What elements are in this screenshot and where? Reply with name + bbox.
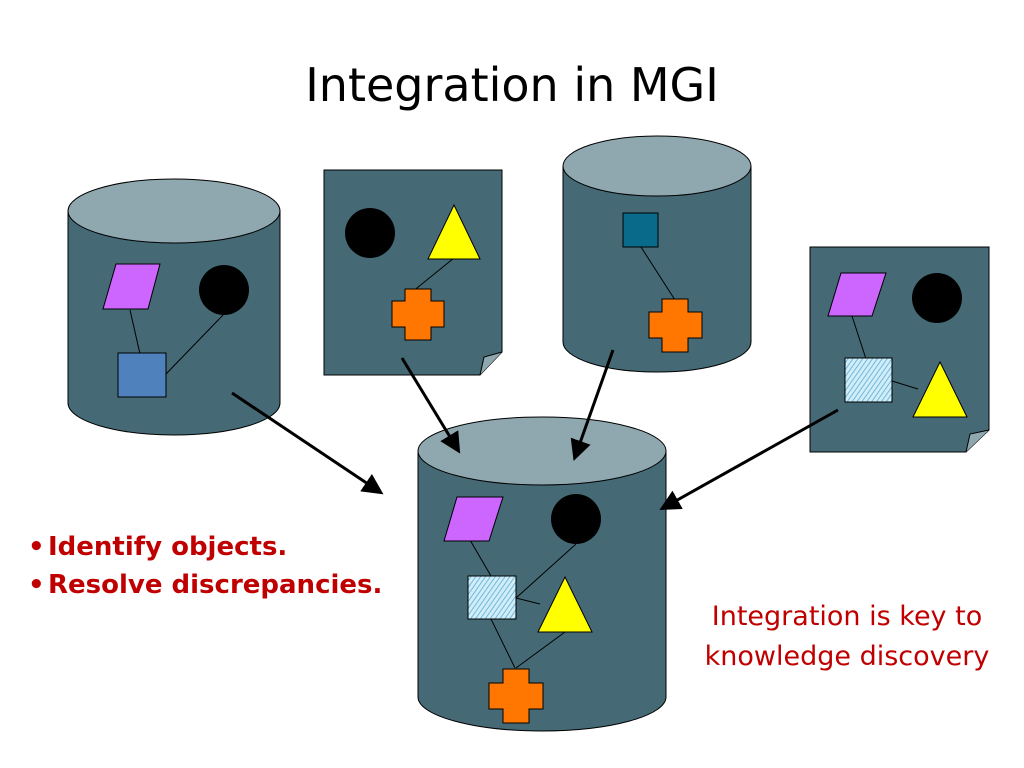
bullet-list: •Identify objects. •Resolve discrepancie… <box>28 528 382 604</box>
circle-icon <box>199 265 249 315</box>
circle-icon <box>912 273 962 323</box>
parallelogram-icon <box>443 496 504 542</box>
arrow-left-to-center <box>231 391 384 495</box>
callout-line: Integration is key to <box>711 601 983 632</box>
integrated-database-icon <box>417 416 667 732</box>
callout-line: knowledge discovery <box>704 641 990 672</box>
hatched-square-icon <box>844 357 893 403</box>
arrow-doc2-to-center <box>659 408 839 511</box>
cross-icon <box>391 288 445 341</box>
circle-icon <box>551 494 601 544</box>
square-icon <box>622 212 659 248</box>
arrow-doc1-to-center <box>400 357 461 454</box>
triangle-icon <box>427 203 481 260</box>
callout-text: Integration is key to knowledge discover… <box>682 597 1012 677</box>
document-center-left-icon <box>323 169 503 376</box>
bullet-item: •Resolve discrepancies. <box>28 566 382 604</box>
cross-icon <box>648 298 703 353</box>
bullet-glyph: • <box>28 532 45 562</box>
cross-icon <box>488 668 544 724</box>
circle-icon <box>345 208 395 258</box>
document-right-icon <box>809 246 990 453</box>
hatched-square-icon <box>467 575 517 620</box>
slide-title: Integration in MGI <box>305 58 719 112</box>
database-top-right-icon <box>562 135 752 373</box>
parallelogram-icon <box>102 263 161 310</box>
triangle-icon <box>537 575 593 633</box>
arrow-db2-to-center <box>570 349 615 461</box>
bullet-item: •Identify objects. <box>28 528 382 566</box>
database-left-icon <box>67 178 281 436</box>
bullet-glyph: • <box>28 570 45 600</box>
bullet-text: Identify objects. <box>48 532 288 562</box>
bullet-text: Resolve discrepancies. <box>48 570 383 600</box>
square-icon <box>117 352 167 398</box>
triangle-icon <box>912 360 968 418</box>
parallelogram-icon <box>827 272 887 317</box>
